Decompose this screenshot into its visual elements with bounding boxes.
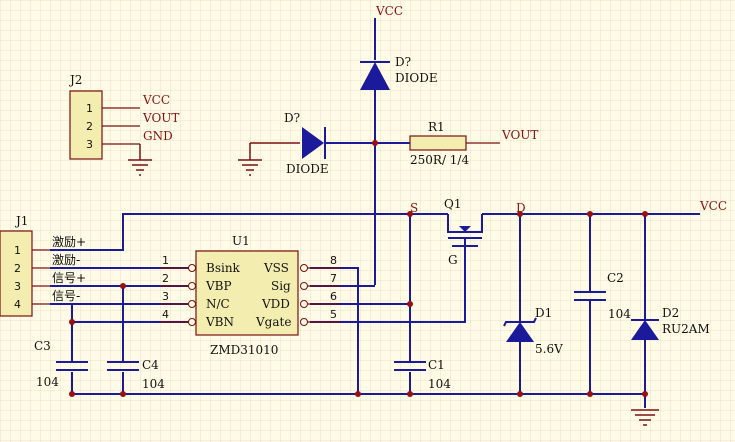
- j1-pin-3: 3: [14, 280, 21, 293]
- j1-signal-2: 激励-: [52, 253, 80, 267]
- capacitor-c4: C4 104: [107, 358, 165, 391]
- j1-signal-3: 信号+: [52, 271, 86, 285]
- d-left-ref: D?: [284, 111, 300, 125]
- d2-ref: D2: [662, 306, 679, 320]
- d-left-value: DIODE: [286, 162, 329, 176]
- r1-ref: R1: [428, 120, 445, 134]
- c4-ref: C4: [142, 358, 159, 372]
- c1-value: 104: [428, 377, 451, 391]
- j2-net-vout: VOUT: [142, 111, 179, 125]
- r1-value: 250R/ 1/4: [410, 153, 469, 167]
- j2-pin-3: 3: [86, 138, 93, 151]
- connector-j1: J1 1 2 3 4 激励+ 激励- 信号+ 信号-: [0, 214, 86, 317]
- j2-pin-2: 2: [86, 120, 93, 133]
- u1-pin-3-num: 3: [162, 290, 169, 303]
- c3-value: 104: [36, 375, 59, 389]
- d-top-value: DIODE: [395, 71, 438, 85]
- net-vcc-right: VCC: [699, 199, 727, 213]
- j1-pin-4: 4: [14, 298, 21, 311]
- diode-d2: D2 RU2AM: [631, 306, 710, 340]
- d-top-ref: D?: [395, 55, 411, 69]
- capacitor-c1: C1 104: [394, 358, 451, 391]
- u1-pin-vss: VSS: [263, 261, 289, 275]
- j1-pin-2: 2: [14, 262, 21, 275]
- c3-ref: C3: [34, 339, 51, 353]
- u1-pin-nc: N/C: [206, 297, 230, 311]
- connector-j2: J2 1 2 3 VCC VOUT GND: [68, 73, 179, 176]
- u1-pin-vbn: VBN: [205, 315, 234, 329]
- j1-signal-4: 信号-: [52, 289, 80, 303]
- j1-signal-1: 激励+: [52, 235, 86, 249]
- d2-value: RU2AM: [662, 322, 710, 336]
- u1-pin-8-num: 8: [330, 254, 337, 267]
- u1-pin-vgate: Vgate: [255, 315, 291, 329]
- j2-net-vcc: VCC: [142, 93, 170, 107]
- q1-source-label: S: [410, 201, 418, 215]
- j2-ref: J2: [68, 73, 82, 87]
- u1-pin-6-num: 6: [330, 290, 337, 303]
- q1-gate-label: G: [448, 253, 458, 267]
- q1-ref: Q1: [444, 197, 461, 211]
- net-vout-r1: VOUT: [501, 128, 538, 142]
- u1-pin-vbp: VBP: [205, 279, 232, 293]
- capacitor-c2: C2 104: [574, 271, 631, 321]
- u1-pin-sig: Sig: [271, 279, 291, 293]
- u1-ref: U1: [232, 234, 250, 248]
- u1-pin-1-num: 1: [162, 254, 169, 267]
- d1-ref: D1: [535, 306, 552, 320]
- j1-pin-1: 1: [14, 244, 21, 257]
- capacitor-c3: C3 104: [34, 339, 88, 389]
- c4-value: 104: [142, 377, 165, 391]
- j1-ref: J1: [14, 214, 28, 228]
- c1-ref: C1: [428, 358, 445, 372]
- c2-ref: C2: [607, 271, 624, 285]
- u1-pin-vdd: VDD: [261, 297, 290, 311]
- u1-part: ZMD31010: [210, 343, 278, 357]
- transistor-q1: Q1 S D G: [410, 197, 526, 267]
- u1-pin-5-num: 5: [330, 308, 337, 321]
- supply-section: VCC D? DIODE D? DIODE R1 250R/ 1/4 VOUT: [238, 4, 538, 285]
- u1-pin-4-num: 4: [162, 308, 169, 321]
- u1-pin-bsink: Bsink: [206, 261, 241, 275]
- u1-pin-2-num: 2: [162, 272, 169, 285]
- q1-drain-label: D: [516, 201, 526, 215]
- j2-net-gnd: GND: [143, 129, 173, 143]
- ground-symbol-bottom: [631, 409, 659, 426]
- junctions: [69, 211, 648, 397]
- j2-pin-1: 1: [86, 102, 93, 115]
- zener-d1: D1 5.6V: [503, 306, 563, 356]
- c2-value: 104: [608, 307, 631, 321]
- d1-value: 5.6V: [535, 342, 563, 356]
- u1-pin-7-num: 7: [330, 272, 337, 285]
- net-vcc-top: VCC: [375, 4, 403, 18]
- ic-u1: U1 ZMD31010 1 2 3 4 Bsink VBP N/C VBN 8 …: [160, 234, 340, 357]
